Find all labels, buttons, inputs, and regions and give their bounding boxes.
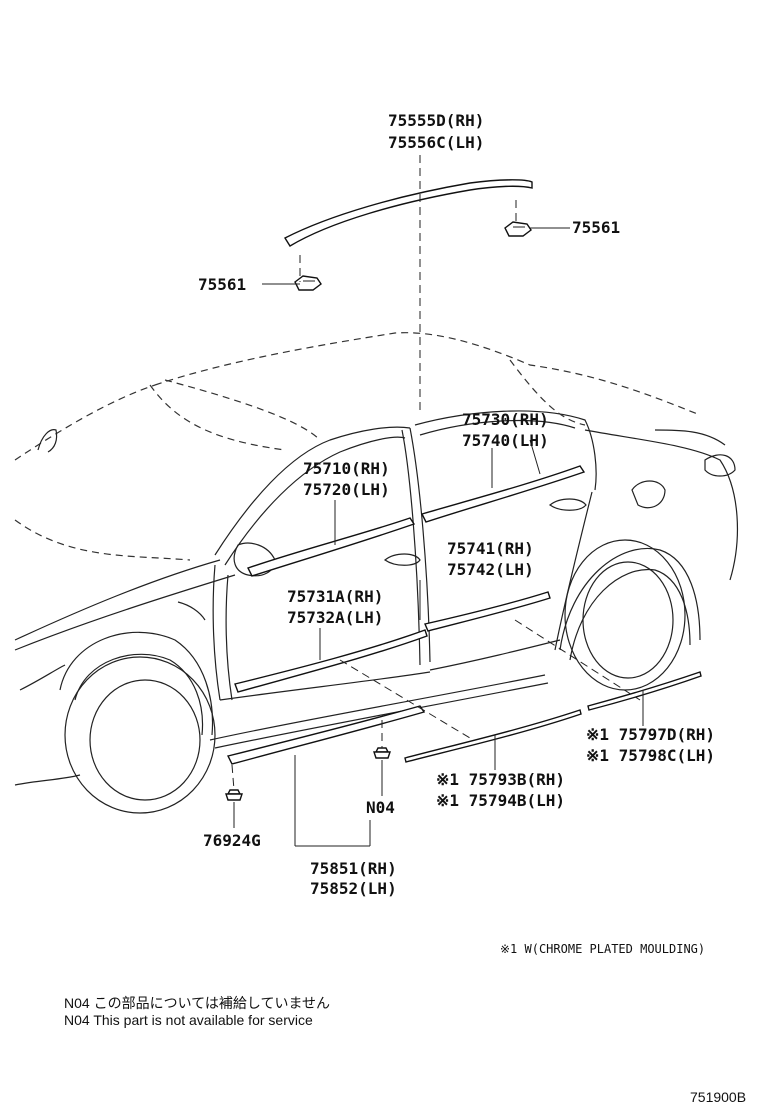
label-75561-left: 75561 bbox=[198, 275, 246, 294]
front-belt-moulding bbox=[247, 517, 416, 577]
label-75732A: 75732A(LH) bbox=[287, 608, 383, 627]
footnote-jp: N04 この部品については補給していません bbox=[64, 995, 330, 1011]
label-75731A: 75731A(RH) bbox=[287, 587, 383, 606]
rocker-moulding bbox=[226, 705, 426, 765]
label-75852: 75852(LH) bbox=[310, 879, 397, 898]
rear-belt-moulding bbox=[420, 465, 586, 523]
clip-76924G bbox=[225, 789, 243, 801]
label-75851: 75851(RH) bbox=[310, 859, 397, 878]
label-75555D: 75555D(RH) bbox=[388, 111, 484, 130]
lower-strip-front bbox=[404, 709, 582, 763]
label-75710: 75710(RH) bbox=[303, 459, 390, 478]
part-labels: 75555D(RH) 75556C(LH) 75561 75561 75730(… bbox=[198, 111, 715, 898]
front-side-moulding bbox=[234, 629, 428, 693]
lower-strip-rear bbox=[587, 671, 702, 711]
roof-clip-left bbox=[294, 275, 322, 291]
label-75740: 75740(LH) bbox=[462, 431, 549, 450]
roof-moulding bbox=[284, 179, 533, 247]
legend-note: ※1 W(CHROME PLATED MOULDING) bbox=[500, 942, 705, 956]
label-75556C: 75556C(LH) bbox=[388, 133, 484, 152]
clip-N04 bbox=[373, 747, 391, 759]
label-75561-right: 75561 bbox=[572, 218, 620, 237]
label-75730: 75730(RH) bbox=[462, 410, 549, 429]
roof-clip-right bbox=[504, 221, 532, 237]
label-N04: N04 bbox=[366, 798, 395, 817]
diagram-code: 751900B bbox=[690, 1089, 746, 1105]
rear-side-moulding bbox=[424, 591, 551, 632]
label-76924G: 76924G bbox=[203, 831, 261, 850]
label-75797D: ※1 75797D(RH) bbox=[586, 725, 715, 744]
footnote-en: N04 This part is not available for servi… bbox=[64, 1012, 313, 1028]
label-75798C: ※1 75798C(LH) bbox=[586, 746, 715, 765]
label-75793B: ※1 75793B(RH) bbox=[436, 770, 565, 789]
parts bbox=[225, 179, 702, 801]
label-75742: 75742(LH) bbox=[447, 560, 534, 579]
label-75794B: ※1 75794B(LH) bbox=[436, 791, 565, 810]
label-75720: 75720(LH) bbox=[303, 480, 390, 499]
leader-lines bbox=[231, 155, 644, 847]
label-75741: 75741(RH) bbox=[447, 539, 534, 558]
